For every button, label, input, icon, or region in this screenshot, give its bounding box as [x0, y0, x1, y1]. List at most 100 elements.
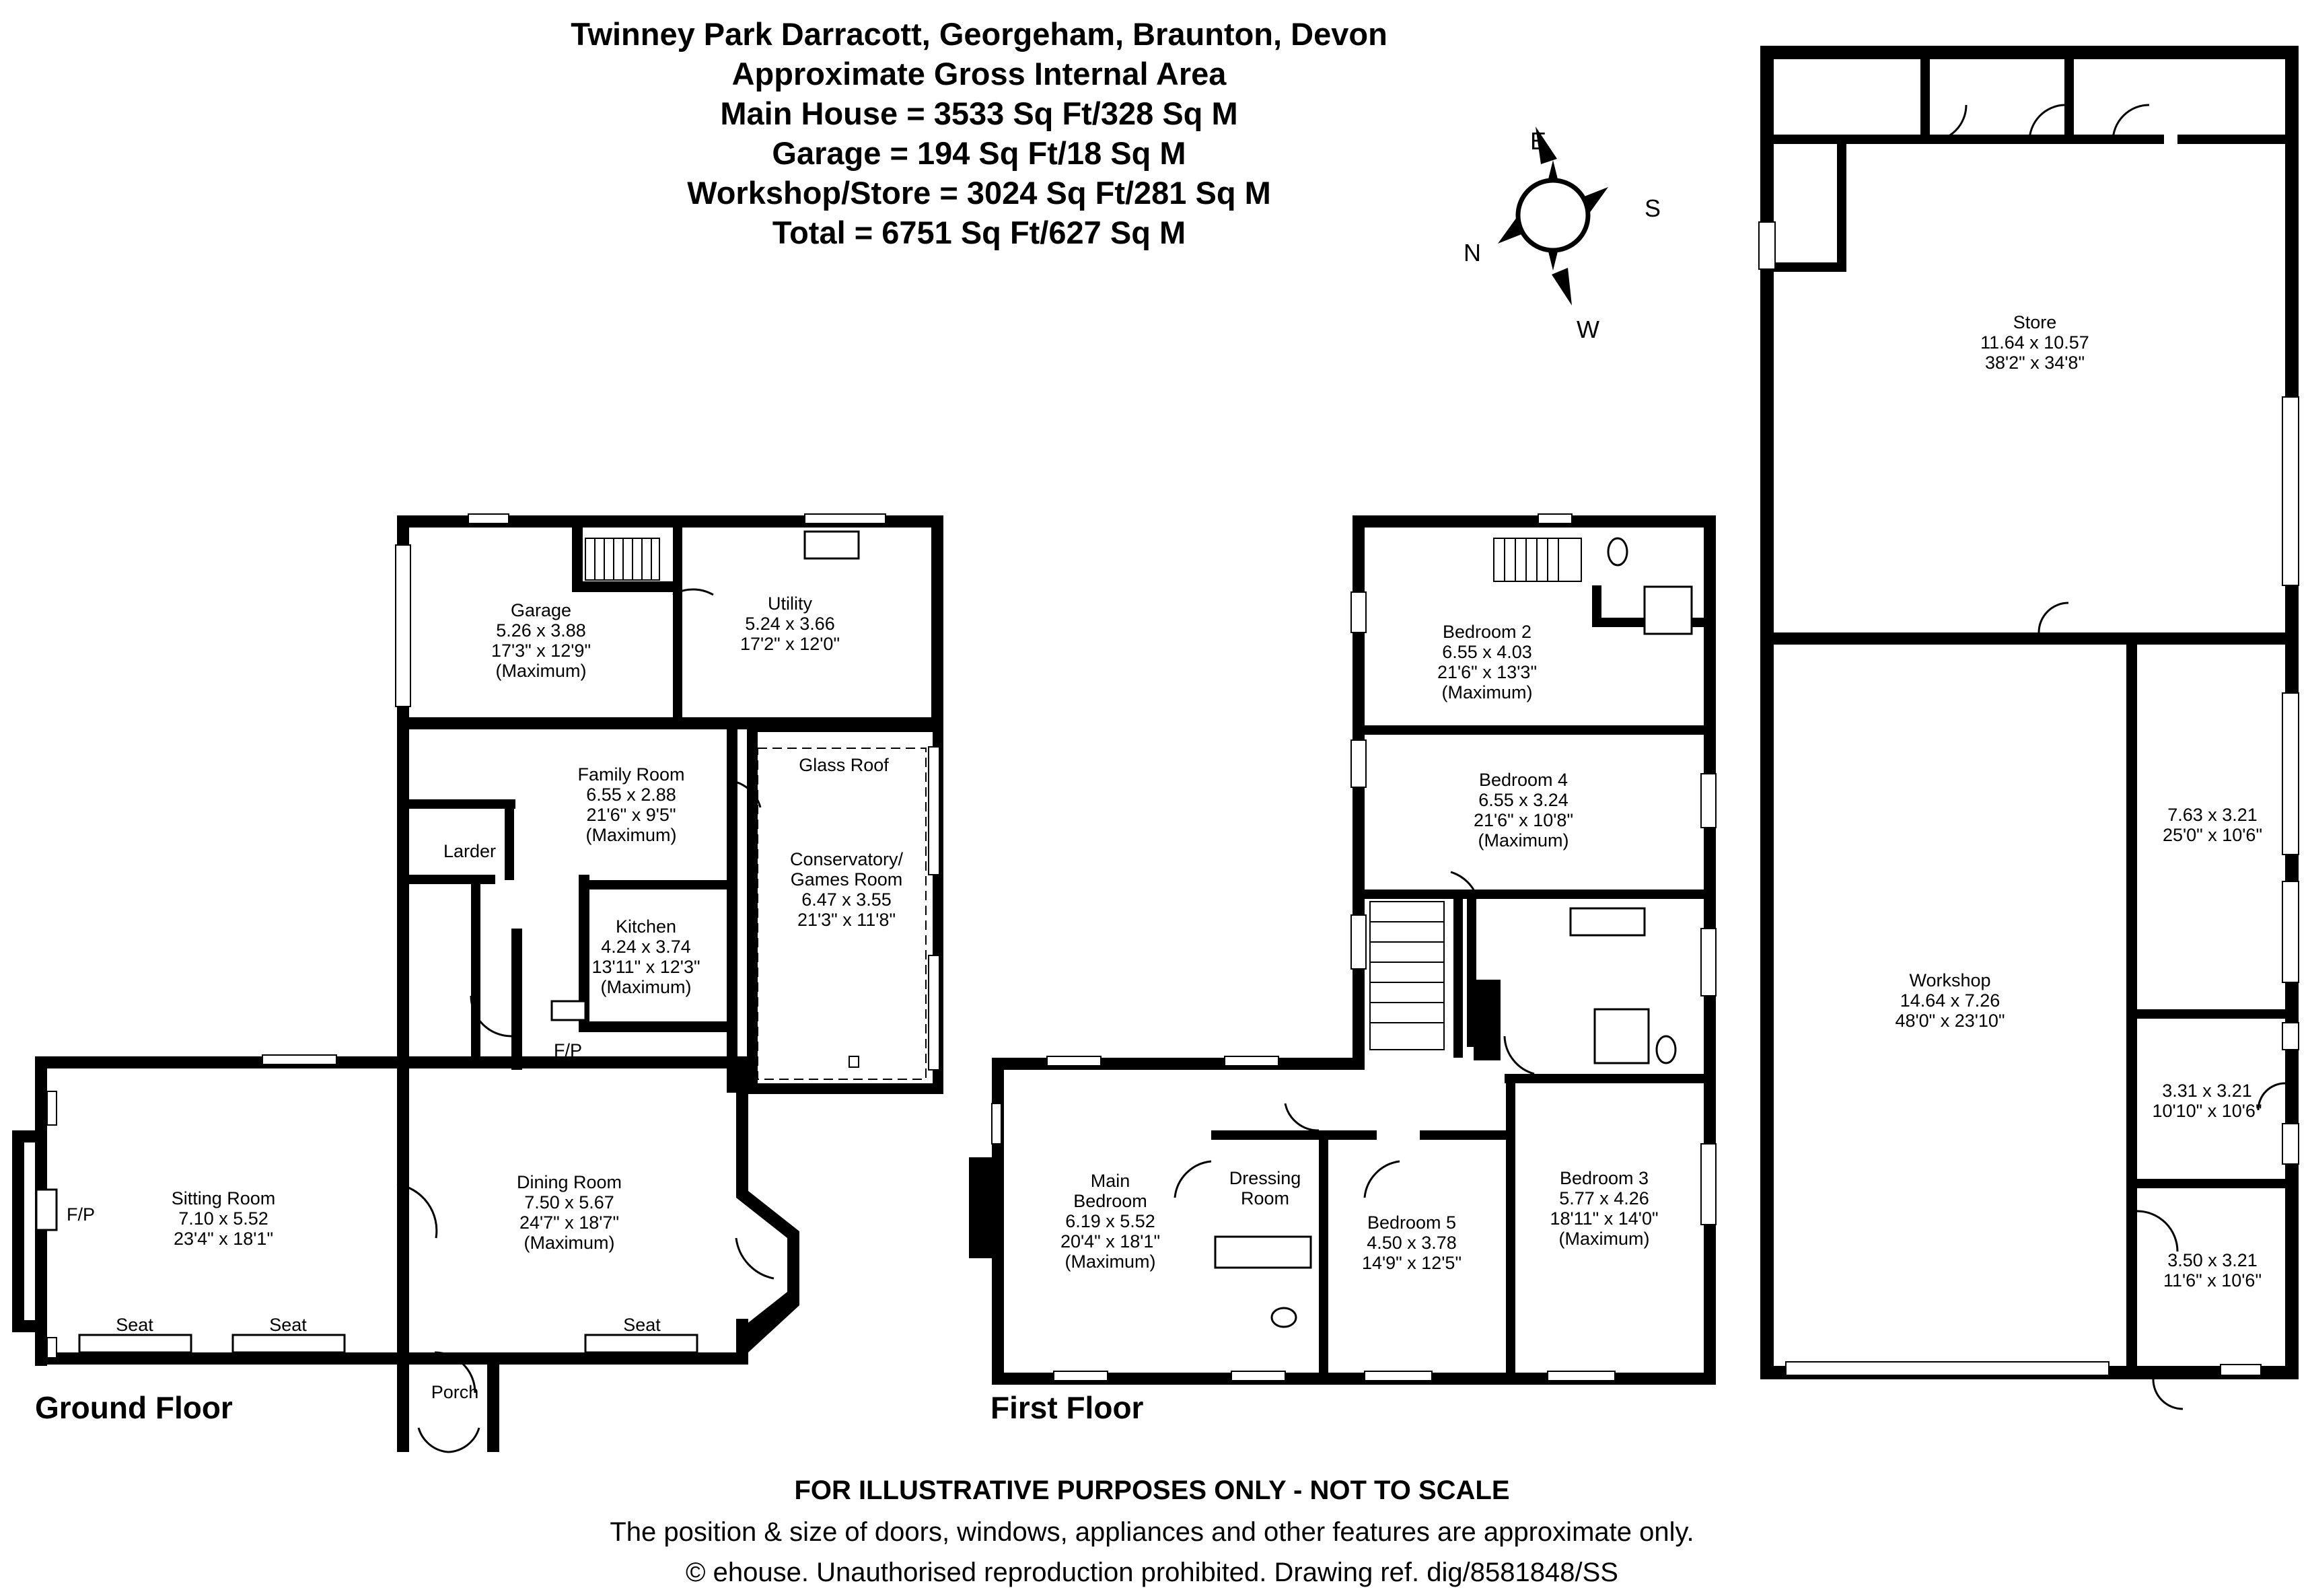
- svg-text:13'11" x 12'3": 13'11" x 12'3": [591, 957, 700, 977]
- compass-north-label: N: [1464, 239, 1481, 266]
- seat-label-1: Seat: [116, 1315, 153, 1335]
- svg-text:4.50 x 3.78: 4.50 x 3.78: [1367, 1233, 1457, 1253]
- garage-label: Garage: [511, 600, 571, 620]
- sink-icon: [803, 530, 860, 560]
- workshop-label: Workshop: [1909, 970, 1990, 990]
- shower-icon: [1643, 585, 1693, 635]
- shower-icon: [1593, 1008, 1650, 1064]
- svg-text:(Maximum): (Maximum): [496, 661, 587, 681]
- svg-text:6.47 x 3.55: 6.47 x 3.55: [801, 890, 892, 910]
- workshop-store-labels: Store 11.64 x 10.57 38'2" x 34'8" Worksh…: [1895, 312, 2262, 1291]
- main-bedroom-label: Main: [1091, 1171, 1130, 1191]
- svg-text:Games Room: Games Room: [791, 869, 903, 890]
- store-room-c-label: 3.50 x 3.21: [2167, 1250, 2258, 1270]
- svg-text:6.55 x 2.88: 6.55 x 2.88: [586, 785, 676, 805]
- kitchen-label: Kitchen: [616, 916, 676, 937]
- stairs-first-floor-icon: [1369, 538, 1582, 1050]
- svg-text:6.55 x 3.24: 6.55 x 3.24: [1478, 790, 1568, 810]
- glass-roof-label: Glass Roof: [799, 755, 889, 775]
- compass-west-label: W: [1577, 316, 1599, 343]
- bedroom-5-label: Bedroom 5: [1367, 1212, 1456, 1233]
- fireplace-sitting-icon: [35, 1188, 58, 1231]
- store-room-b-label: 3.31 x 3.21: [2162, 1081, 2252, 1101]
- seat-label-3: Seat: [623, 1315, 661, 1335]
- ground-floor-labels: Garage 5.26 x 3.88 17'3" x 12'9" (Maximu…: [35, 593, 904, 1425]
- utility-label: Utility: [768, 593, 812, 614]
- dining-room-label: Dining Room: [517, 1172, 622, 1192]
- svg-text:5.24 x 3.66: 5.24 x 3.66: [745, 614, 835, 634]
- svg-text:4.24 x 3.74: 4.24 x 3.74: [601, 937, 691, 957]
- bedroom-4-label: Bedroom 4: [1479, 770, 1568, 790]
- workshop-store-plan: [1758, 46, 2299, 1410]
- svg-text:48'0" x 23'10": 48'0" x 23'10": [1895, 1011, 2005, 1031]
- svg-text:17'3" x 12'9": 17'3" x 12'9": [491, 641, 591, 661]
- main-house-area: Main House = 3533 Sq Ft/328 Sq M: [720, 96, 1237, 131]
- first-floor-labels: Bedroom 2 6.55 x 4.03 21'6" x 13'3" (Max…: [990, 622, 1659, 1425]
- store-room-a-label: 7.63 x 3.21: [2167, 805, 2258, 825]
- svg-text:6.55 x 4.03: 6.55 x 4.03: [1442, 642, 1532, 662]
- window-seat-3: [584, 1334, 698, 1354]
- svg-text:25'0" x 10'6": 25'0" x 10'6": [2163, 825, 2262, 845]
- svg-text:Bedroom: Bedroom: [1073, 1191, 1147, 1211]
- property-address: Twinney Park Darracott, Georgeham, Braun…: [571, 16, 1387, 52]
- svg-text:24'7" x 18'7": 24'7" x 18'7": [519, 1212, 619, 1233]
- area-summary-header: Twinney Park Darracott, Georgeham, Braun…: [571, 16, 1387, 250]
- bathtub-icon: [1214, 1235, 1312, 1269]
- svg-text:5.77 x 4.26: 5.77 x 4.26: [1559, 1188, 1649, 1208]
- svg-text:11'6" x 10'6": 11'6" x 10'6": [2163, 1270, 2262, 1291]
- svg-text:10'10" x 10'6": 10'10" x 10'6": [2152, 1101, 2262, 1121]
- first-floor-plan: [969, 513, 1717, 1385]
- porch-label: Porch: [431, 1382, 479, 1402]
- svg-text:7.10 x 5.52: 7.10 x 5.52: [178, 1208, 268, 1229]
- fireplace-dining-icon: [550, 1000, 587, 1021]
- sitting-room-label: Sitting Room: [172, 1188, 276, 1208]
- svg-text:(Maximum): (Maximum): [1478, 830, 1569, 850]
- bathtub-icon: [1569, 907, 1646, 937]
- first-floor-title: First Floor: [990, 1390, 1144, 1425]
- ground-floor-title: Ground Floor: [35, 1390, 233, 1425]
- store-label: Store: [2013, 312, 2057, 332]
- svg-text:21'3" x 11'8": 21'3" x 11'8": [797, 910, 896, 930]
- disclaimer-text: The position & size of doors, windows, a…: [610, 1517, 1694, 1547]
- family-room-label: Family Room: [577, 764, 684, 785]
- dressing-room-label: Dressing: [1229, 1168, 1301, 1188]
- svg-text:7.50 x 5.67: 7.50 x 5.67: [524, 1192, 614, 1212]
- svg-text:(Maximum): (Maximum): [1442, 682, 1533, 702]
- toilet-icon: [1270, 1307, 1297, 1328]
- svg-text:21'6" x 10'8": 21'6" x 10'8": [1474, 810, 1573, 830]
- glass-roof-outline: [757, 748, 927, 1080]
- compass-south-label: S: [1645, 194, 1661, 222]
- disclaimer-heading: FOR ILLUSTRATIVE PURPOSES ONLY - NOT TO …: [794, 1476, 1509, 1505]
- svg-text:6.19 x 5.52: 6.19 x 5.52: [1065, 1211, 1155, 1231]
- svg-text:21'6" x 13'3": 21'6" x 13'3": [1437, 662, 1537, 682]
- stairs-icon: [585, 538, 660, 581]
- conservatory-label: Conservatory/: [790, 849, 904, 869]
- disclaimer-footer: FOR ILLUSTRATIVE PURPOSES ONLY - NOT TO …: [610, 1476, 1694, 1587]
- window-seat-1: [78, 1334, 192, 1354]
- workshop-store-area: Workshop/Store = 3024 Sq Ft/281 Sq M: [687, 175, 1271, 211]
- svg-text:(Maximum): (Maximum): [586, 825, 677, 845]
- total-area: Total = 6751 Sq Ft/627 Sq M: [772, 215, 1186, 250]
- compass-rose-icon: E S N W: [1464, 126, 1661, 343]
- svg-text:(Maximum): (Maximum): [524, 1233, 615, 1253]
- toilet-icon: [1655, 1035, 1677, 1064]
- svg-text:21'6" x 9'5": 21'6" x 9'5": [586, 805, 676, 825]
- svg-text:14.64 x 7.26: 14.64 x 7.26: [1900, 990, 2000, 1011]
- fireplace-sitting-label: F/P: [67, 1204, 95, 1225]
- copyright-text: © ehouse. Unauthorised reproduction proh…: [686, 1558, 1618, 1587]
- fireplace-dining-label: F/P: [554, 1040, 582, 1060]
- svg-text:17'2" x 12'0": 17'2" x 12'0": [740, 634, 840, 654]
- svg-text:20'4" x 18'1": 20'4" x 18'1": [1060, 1231, 1160, 1252]
- bedroom-2-label: Bedroom 2: [1443, 622, 1531, 642]
- svg-text:Room: Room: [1241, 1188, 1289, 1208]
- garage-area: Garage = 194 Sq Ft/18 Sq M: [772, 135, 1186, 171]
- svg-text:(Maximum): (Maximum): [1065, 1252, 1156, 1272]
- svg-text:(Maximum): (Maximum): [601, 977, 692, 997]
- area-heading: Approximate Gross Internal Area: [732, 56, 1227, 92]
- svg-text:23'4" x 18'1": 23'4" x 18'1": [174, 1229, 273, 1249]
- svg-text:(Maximum): (Maximum): [1559, 1229, 1650, 1249]
- svg-text:5.26 x 3.88: 5.26 x 3.88: [496, 620, 586, 641]
- toilet-icon: [1607, 537, 1628, 567]
- svg-text:18'11" x 14'0": 18'11" x 14'0": [1550, 1208, 1658, 1229]
